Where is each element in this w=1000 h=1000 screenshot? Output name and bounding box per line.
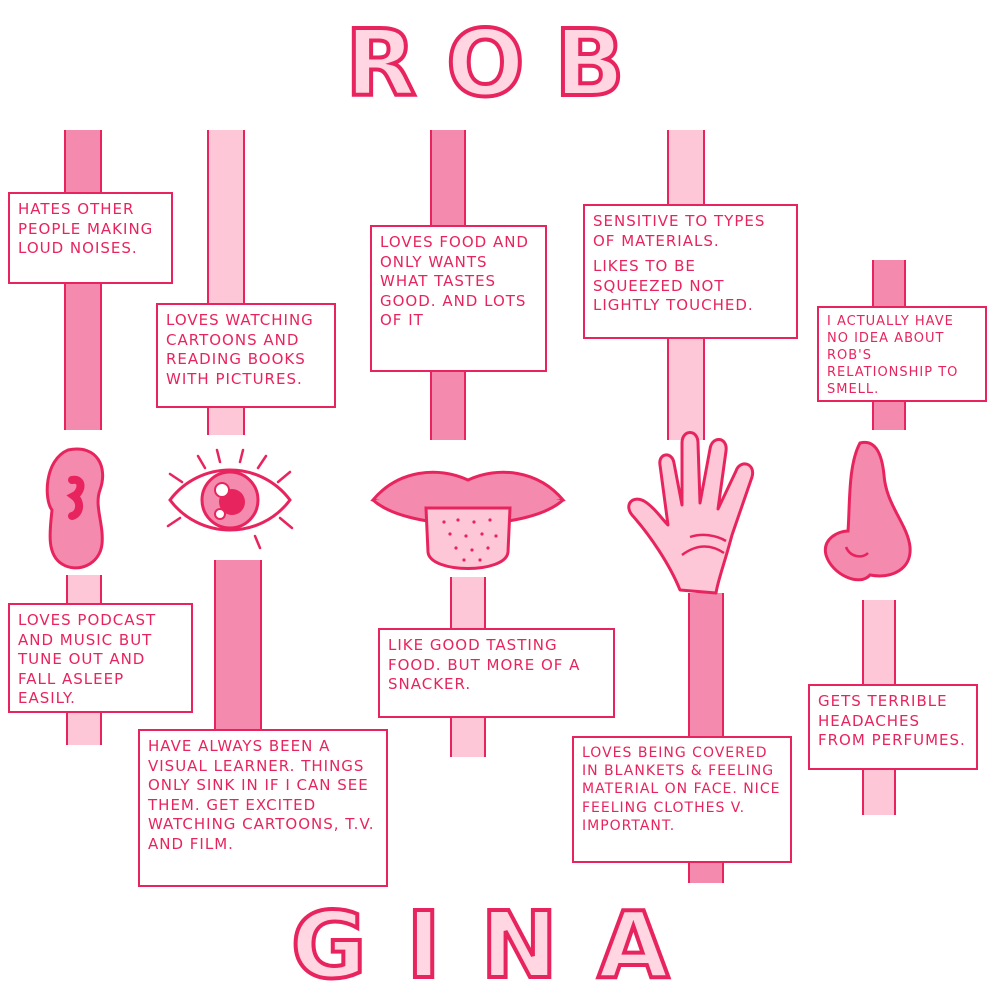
rob-note-touch-line1: SENSITIVE TO TYPES OF MATERIALS. bbox=[593, 212, 766, 250]
rob-note-taste: LOVES FOOD AND ONLY WANTS WHAT TASTES GO… bbox=[370, 225, 547, 372]
rob-title: ROB bbox=[343, 10, 655, 117]
rob-note-touch-line2: LIKES TO BE SQUEEZED NOT LIGHTLY TOUCHED… bbox=[593, 257, 754, 314]
mouth-icon bbox=[370, 470, 566, 570]
ear-icon bbox=[45, 447, 105, 570]
gina-note-sight: HAVE ALWAYS BEEN A VISUAL LEARNER. THING… bbox=[138, 729, 388, 887]
gina-note-touch: LOVES BEING COVERED IN BLANKETS & FEELIN… bbox=[572, 736, 792, 863]
eye-icon bbox=[166, 448, 294, 550]
gina-title: GINA bbox=[289, 892, 709, 999]
rob-note-sight: LOVES WATCHING CARTOONS AND READING BOOK… bbox=[156, 303, 336, 408]
rob-note-smell: I ACTUALLY HAVE NO IDEA ABOUT ROB'S RELA… bbox=[817, 306, 987, 402]
rob-note-hearing: HATES OTHER PEOPLE MAKING LOUD NOISES. bbox=[8, 192, 173, 284]
gina-note-hearing: LOVES PODCAST AND MUSIC BUT TUNE OUT AND… bbox=[8, 603, 193, 713]
nose-icon bbox=[823, 440, 912, 582]
hand-icon bbox=[627, 431, 755, 595]
gina-note-smell: GETS TERRIBLE HEADACHES FROM PERFUMES. bbox=[808, 684, 978, 770]
rob-note-touch: SENSITIVE TO TYPES OF MATERIALS. LIKES T… bbox=[583, 204, 798, 339]
gina-note-taste: LIKE GOOD TASTING FOOD. BUT MORE OF A SN… bbox=[378, 628, 615, 718]
